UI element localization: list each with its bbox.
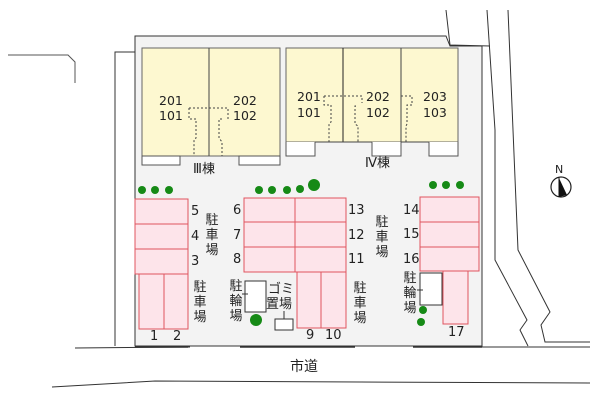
parking-label-center-upper: 駐車場 [375, 215, 389, 260]
parking-label-center-lower: 駐車場 [353, 281, 367, 326]
bldg4-room-102: 102 [366, 105, 390, 120]
channel-line-left [486, 9, 529, 347]
bldg4-room-202: 202 [366, 89, 390, 104]
space-6: 6 [233, 203, 242, 218]
space-2: 2 [173, 329, 182, 344]
bldg3-name: Ⅲ棟 [193, 162, 215, 177]
bicycle-label-center: 駐輪場 [229, 279, 243, 324]
road-bottom-edge [51, 380, 591, 388]
channel-line-right [507, 9, 590, 343]
bldg3-room-101: 101 [159, 108, 183, 123]
garbage-label-2: 置場 [266, 297, 293, 312]
space-3: 3 [191, 254, 200, 269]
parking-label-left-lower: 駐車場 [193, 280, 207, 325]
space-8: 8 [233, 252, 242, 267]
lot-left-edge [114, 51, 135, 346]
space-11: 11 [348, 252, 365, 267]
bldg3-room-202: 202 [233, 93, 257, 108]
bldg4-room-203: 203 [423, 89, 447, 104]
bldg4-room-201: 201 [297, 89, 321, 104]
road-label: 市道 [290, 359, 318, 375]
space-7: 7 [233, 228, 242, 243]
bldg4-room-103: 103 [423, 105, 447, 120]
compass-needle [559, 178, 567, 197]
space-17: 17 [448, 325, 465, 340]
space-16: 16 [403, 252, 420, 267]
compass-north-label: N [555, 163, 564, 176]
bicycle-label-right: 駐輪場 [403, 271, 417, 316]
bldg4-room-101: 101 [297, 105, 321, 120]
bicycle-shed-right [419, 272, 443, 306]
space-12: 12 [348, 228, 365, 243]
garbage-label-1: ゴミ [268, 282, 295, 297]
bldg3-room-102: 102 [233, 108, 257, 123]
space-10: 10 [325, 328, 342, 343]
space-9: 9 [306, 328, 315, 343]
garbage-box [274, 318, 294, 331]
bldg3-room-201: 201 [159, 93, 183, 108]
space-5: 5 [191, 204, 200, 219]
bicycle-shed-center [244, 280, 267, 313]
space-4: 4 [191, 229, 200, 244]
space-1: 1 [150, 329, 159, 344]
neighbor-boundary [8, 54, 76, 83]
space-15: 15 [403, 227, 420, 242]
space-14: 14 [403, 203, 420, 218]
parking-label-left-upper: 駐車場 [205, 213, 219, 258]
bldg4-name: Ⅳ棟 [365, 156, 390, 171]
space-13: 13 [348, 203, 365, 218]
